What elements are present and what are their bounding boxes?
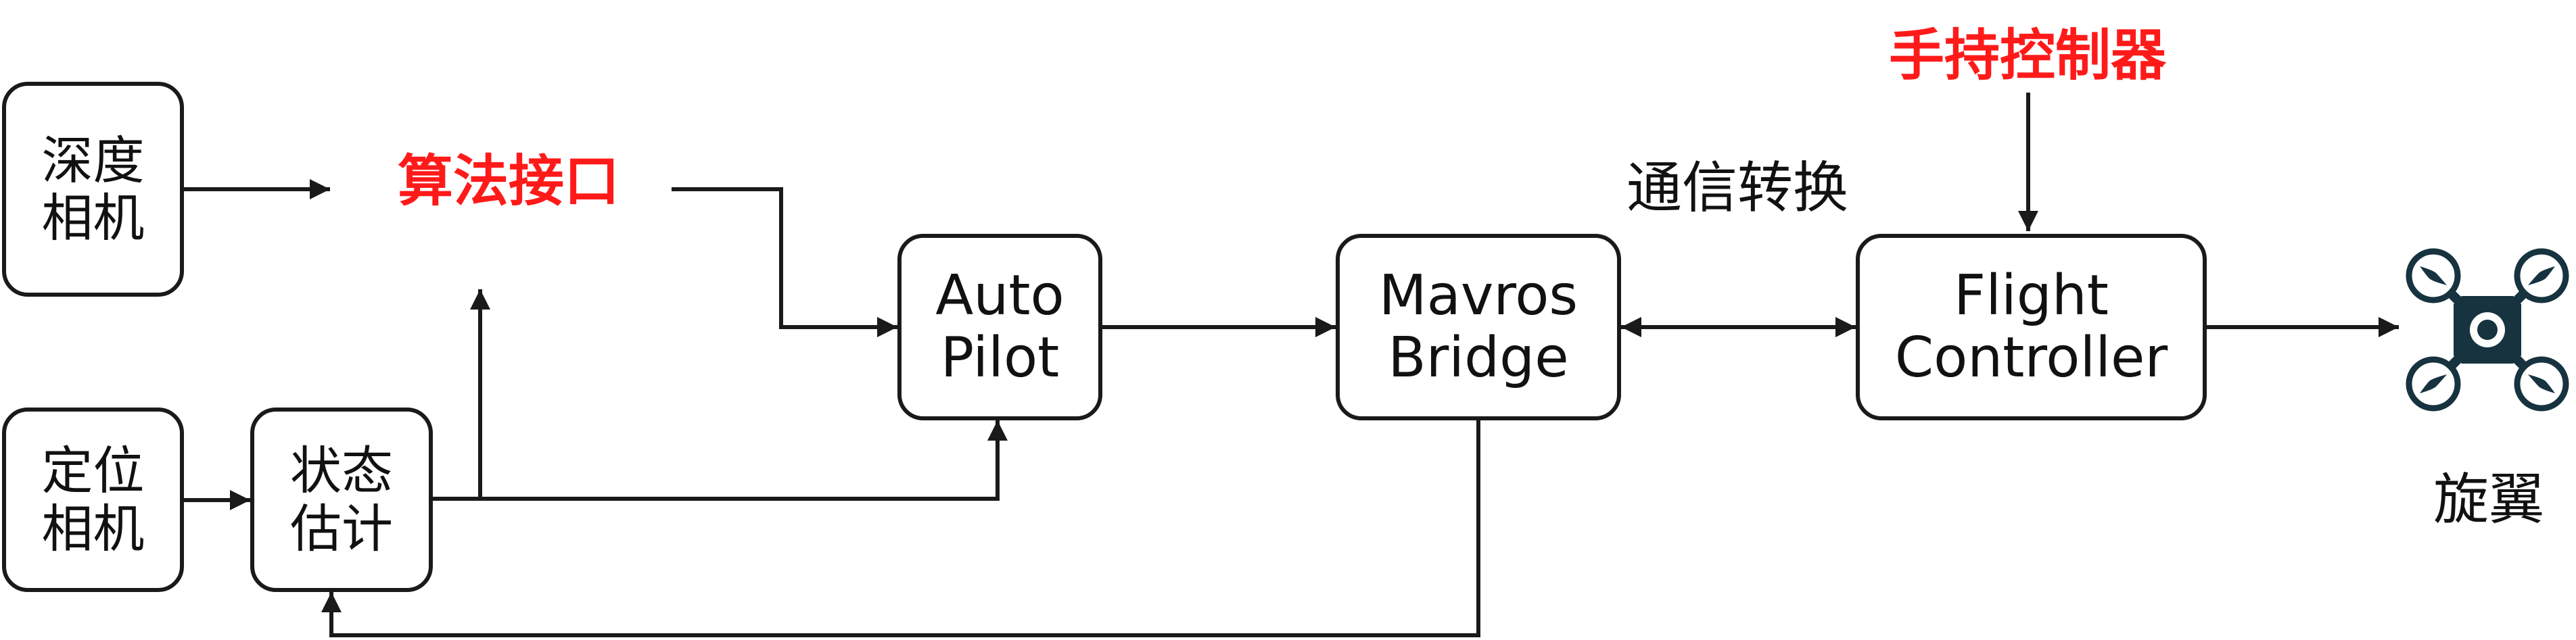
flight-controller-label-line2: Controller bbox=[1894, 326, 2168, 390]
positioning-camera-label-line2: 相机 bbox=[41, 498, 145, 559]
algorithm-interface-label: 算法接口 bbox=[398, 149, 620, 214]
depth-camera-node: 深度 相机 bbox=[2, 82, 184, 297]
rotor-label: 旋翼 bbox=[2433, 468, 2545, 532]
flight-controller-label-line1: Flight bbox=[1954, 264, 2109, 328]
positioning-camera-label-line1: 定位 bbox=[41, 441, 145, 501]
propeller-icons bbox=[2406, 248, 2569, 412]
communication-conversion-label: 通信转换 bbox=[1626, 156, 1849, 220]
auto-pilot-label-line1: Auto bbox=[935, 264, 1064, 328]
mavros-bridge-label-line1: Mavros bbox=[1378, 264, 1578, 328]
auto-pilot-node: Auto Pilot bbox=[897, 234, 1102, 420]
depth-camera-label-line2: 相机 bbox=[41, 188, 145, 248]
handheld-controller-label: 手持控制器 bbox=[1889, 24, 2167, 88]
mavros-bridge-label-line2: Bridge bbox=[1388, 326, 1569, 390]
arrow-mavros-bridge-feedback-to-state-estimation bbox=[321, 420, 1480, 637]
flight-controller-node: Flight Controller bbox=[1856, 234, 2207, 420]
auto-pilot-label-line2: Pilot bbox=[940, 326, 1060, 390]
positioning-camera-node: 定位 相机 bbox=[2, 408, 184, 592]
arrow-state-estimation-to-auto-pilot bbox=[433, 420, 1008, 501]
arrow-algorithm-interface-to-auto-pilot bbox=[672, 187, 897, 337]
state-estimation-label-line1: 状态 bbox=[290, 441, 393, 501]
state-estimation-node: 状态 估计 bbox=[250, 408, 433, 592]
mavros-bridge-node: Mavros Bridge bbox=[1336, 234, 1621, 420]
drone-body bbox=[2454, 296, 2521, 364]
depth-camera-label-line1: 深度 bbox=[41, 130, 145, 191]
state-estimation-label-line2: 估计 bbox=[290, 498, 393, 559]
quadrotor-drone-icon bbox=[2406, 248, 2569, 412]
